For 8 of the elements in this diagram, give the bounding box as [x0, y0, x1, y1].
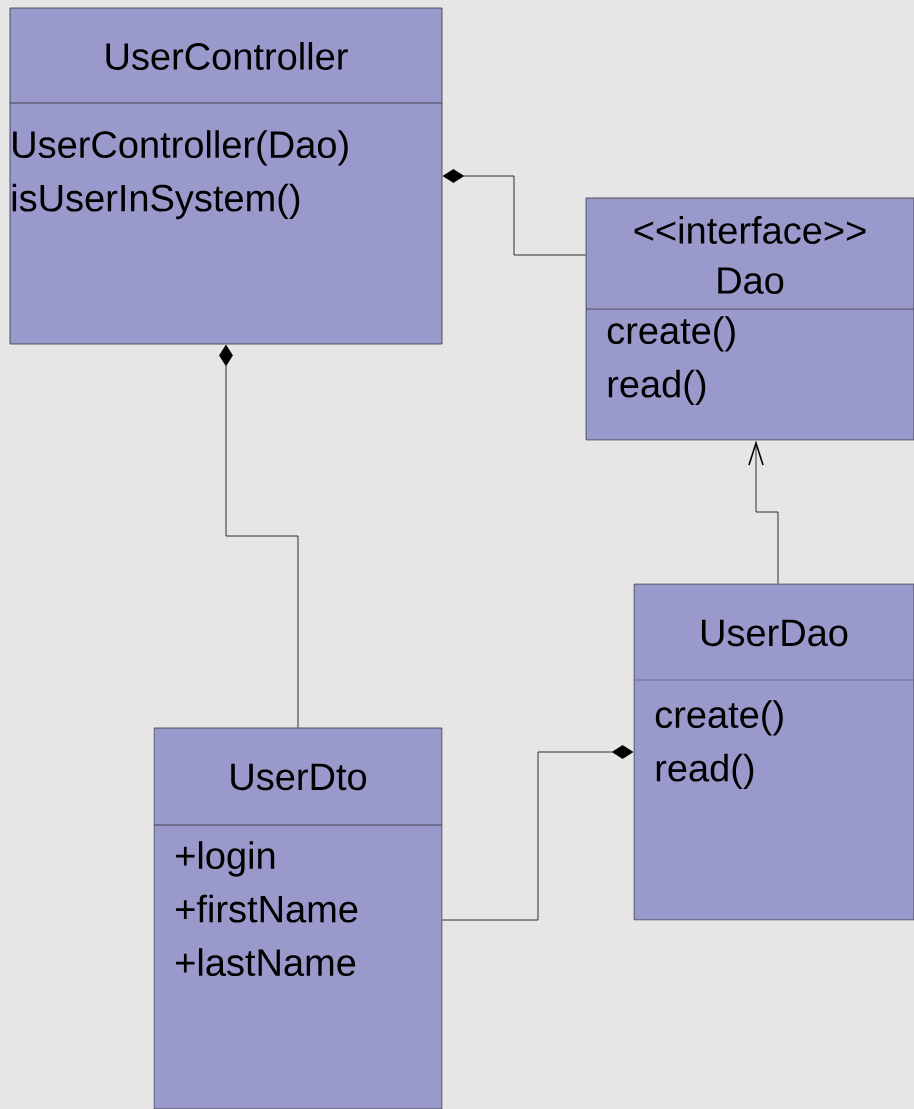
connector	[219, 344, 299, 728]
connector	[442, 745, 634, 921]
class-box: UserDto +login +firstName +lastName	[153, 727, 443, 1109]
class-box: UserDao create() read()	[633, 583, 914, 921]
class-box: UserController UserController(Dao) isUserInSystem()	[9, 7, 443, 345]
class-box: <<interface>> Dao create() read()	[585, 197, 914, 441]
connector	[442, 169, 586, 256]
connector	[748, 440, 779, 584]
